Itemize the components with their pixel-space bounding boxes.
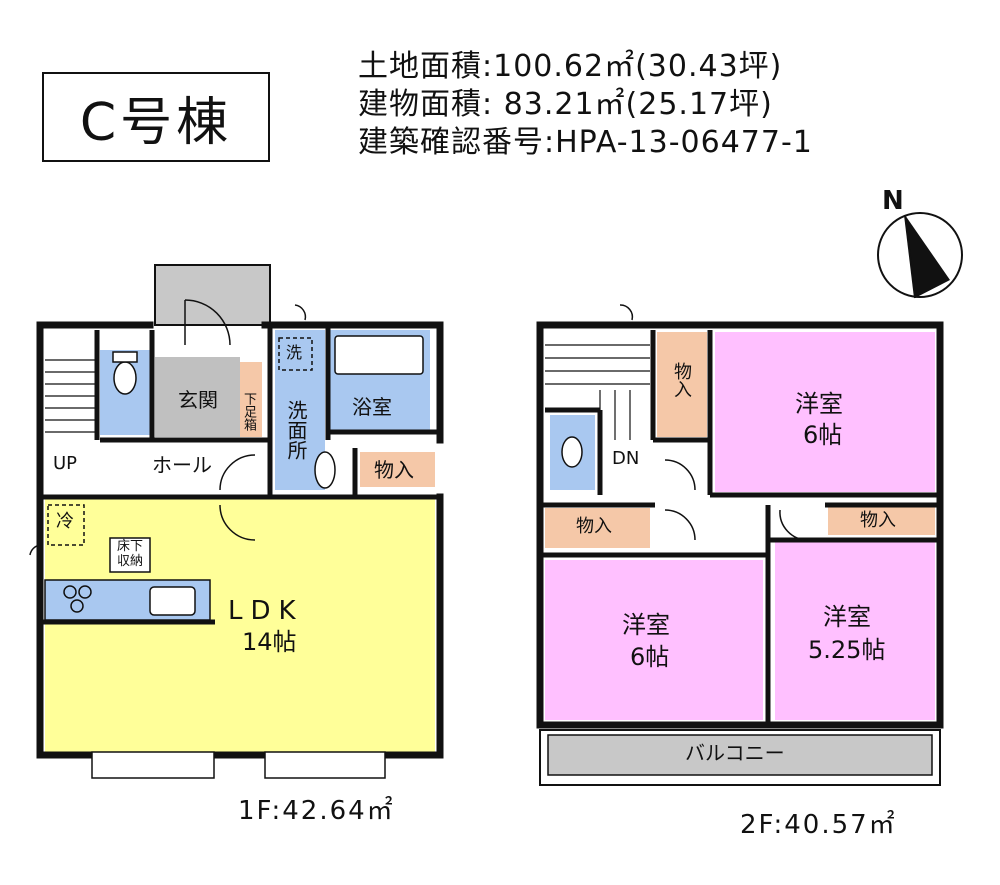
f2-storage-left-label: 物入 xyxy=(576,516,612,537)
floor2-plan xyxy=(536,304,944,786)
f1-area: 1F:42.64㎡ xyxy=(238,796,395,826)
f1-washroom-label: 洗面所 xyxy=(284,400,308,460)
land-area: 土地面積:100.62㎡(30.43坪) xyxy=(358,49,783,84)
f2-room-c-label: 洋室 xyxy=(823,603,871,631)
compass-north-label: N xyxy=(882,186,904,216)
f2-balcony-label: バルコニー xyxy=(685,741,785,765)
f1-fridge-label: 冷 xyxy=(56,511,74,532)
f1-up-label: UP xyxy=(53,453,78,474)
f1-bath-label: 浴室 xyxy=(352,395,392,419)
f2-storage-top-label: 物入 xyxy=(671,362,692,398)
f1-washer-label: 洗 xyxy=(286,343,303,362)
f1-genkan-label: 玄関 xyxy=(178,388,218,412)
f1-underfloor-label: 床下収納 xyxy=(116,539,143,569)
building-area: 建物面積: 83.21㎡(25.17坪) xyxy=(358,87,773,122)
f2-room-a-label: 洋室 xyxy=(795,390,843,418)
f1-storage-label: 物入 xyxy=(374,458,414,482)
f1-ldk-size: 14帖 xyxy=(242,628,297,656)
f2-dn-label: DN xyxy=(612,448,640,469)
f2-room-c-size: 5.25帖 xyxy=(808,636,886,664)
f2-area: 2F:40.57㎡ xyxy=(740,810,897,840)
f2-room-b-label: 洋室 xyxy=(622,611,670,639)
f1-shoe-box-label: 下足箱 xyxy=(241,392,256,431)
f2-room-a-size: 6帖 xyxy=(803,421,843,449)
permit-number: 建築確認番号:HPA-13-06477-1 xyxy=(358,125,813,160)
f1-hall-label: ホール xyxy=(152,453,212,477)
f2-storage-right-label: 物入 xyxy=(860,510,896,531)
compass-icon xyxy=(877,212,963,299)
f1-ldk-label: LDK xyxy=(228,596,304,626)
f2-room-b-size: 6帖 xyxy=(630,643,670,671)
building-title: C号棟 xyxy=(42,72,270,162)
stove-icon xyxy=(63,585,92,613)
floor1-plan xyxy=(29,264,444,779)
